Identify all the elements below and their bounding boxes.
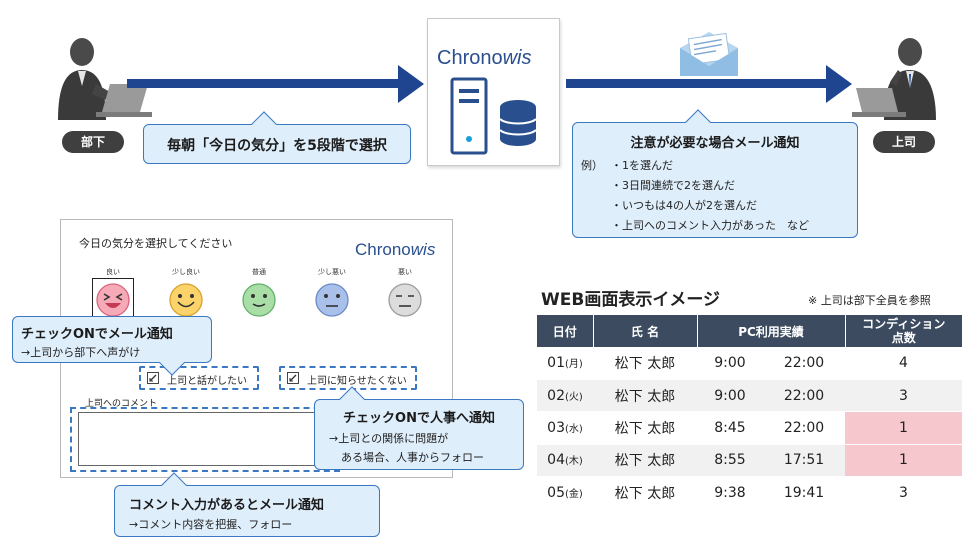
face-label-normal: 普通 xyxy=(252,268,266,276)
cell-end: 22:00 xyxy=(763,411,845,445)
flow-arrow-right-head xyxy=(826,65,852,103)
face-label-slightly-good: 少し良い xyxy=(172,268,200,276)
check-hr-sub2: ある場合、人事からフォロー xyxy=(341,451,484,464)
flow-arrow-right xyxy=(566,79,828,88)
cell-name: 松下 太郎 xyxy=(593,379,697,413)
alert-mail-callout: 注意が必要な場合メール通知 例） ・1を選んだ ・3日間連続で2を選んだ ・いつ… xyxy=(572,109,858,238)
check-mail-title: チェックONでメール通知 xyxy=(21,327,173,342)
cell-name: 松下 太郎 xyxy=(593,411,697,445)
mood-form-mockup: 今日の気分を選択してください Chronowis 良い 少し良い 普通 少し悪い… xyxy=(60,219,453,478)
check-talk-label: 上司と話がしたい xyxy=(167,376,247,387)
cell-name: 松下 太郎 xyxy=(593,347,697,380)
face-label-bad: 悪い xyxy=(398,268,412,276)
cell-date: 05(金) xyxy=(537,476,593,510)
cell-name: 松下 太郎 xyxy=(593,444,697,478)
mail-icon xyxy=(680,32,738,76)
comment-mail-callout: コメント入力があるとメール通知 →コメント内容を把握、フォロー xyxy=(114,472,380,537)
face-slightly-bad-icon[interactable] xyxy=(314,282,350,318)
table-row[interactable]: 03(水) 松下 太郎 8:45 22:00 1 xyxy=(537,411,962,445)
server-icon xyxy=(450,77,537,155)
face-good-icon[interactable] xyxy=(95,282,131,318)
cell-start: 8:45 xyxy=(697,411,763,445)
cell-start: 9:38 xyxy=(697,476,763,510)
mood-form-heading: 今日の気分を選択してください xyxy=(79,237,233,250)
cell-end: 22:00 xyxy=(763,347,845,380)
check-talk-checkbox[interactable] xyxy=(147,372,159,384)
check-hide-label: 上司に知らせたくない xyxy=(307,376,407,387)
daily-mood-text: 毎朝「今日の気分」を5段階で選択 xyxy=(167,138,387,154)
cell-score: 3 xyxy=(845,476,962,510)
daily-mood-callout: 毎朝「今日の気分」を5段階で選択 xyxy=(143,111,411,164)
header-condition-line2: 点数 xyxy=(891,331,916,345)
cell-date: 04(木) xyxy=(537,444,593,478)
chronowis-server-card: Chronowis xyxy=(427,18,560,166)
example-prefix: 例） xyxy=(581,159,603,172)
subordinate-label: 部下 xyxy=(62,131,124,153)
server-brand: Chronowis xyxy=(437,47,532,69)
face-slightly-good-icon[interactable] xyxy=(168,282,204,318)
header-pc-usage: PC利用実績 xyxy=(697,315,846,347)
face-label-good: 良い xyxy=(106,268,120,276)
web-note: ※ 上司は部下全員を参照 xyxy=(808,294,931,307)
check-hr-callout: チェックONで人事へ通知 →上司との関係に問題が ある場合、人事からフォロー xyxy=(314,386,524,470)
cell-date: 01(月) xyxy=(537,347,593,380)
cell-start: 8:55 xyxy=(697,444,763,478)
table-row[interactable]: 04(木) 松下 太郎 8:55 17:51 1 xyxy=(537,444,962,478)
table-row[interactable]: 05(金) 松下 太郎 9:38 19:41 3 xyxy=(537,476,962,510)
check-hr-sub1: →上司との関係に問題が xyxy=(329,432,449,445)
alert-example-3: ・いつもは4の人が2を選んだ xyxy=(611,199,757,212)
web-title: WEB画面表示イメージ xyxy=(541,290,720,310)
check-talk-group xyxy=(139,366,259,390)
face-normal-icon[interactable] xyxy=(241,282,277,318)
face-label-slightly-bad: 少し悪い xyxy=(318,268,346,276)
header-condition: コンディション 点数 xyxy=(845,315,962,347)
face-bad-icon[interactable] xyxy=(387,282,423,318)
table-row[interactable]: 02(火) 松下 太郎 9:00 22:00 3 xyxy=(537,379,962,413)
callout-tail xyxy=(685,109,711,135)
cell-end: 22:00 xyxy=(763,379,845,413)
callout-tail xyxy=(251,111,277,137)
comment-label: 上司へのコメント xyxy=(85,399,158,409)
cell-end: 17:51 xyxy=(763,444,845,478)
flow-arrow-left xyxy=(127,79,399,88)
header-condition-line1: コンディション xyxy=(862,317,946,331)
boss-label: 上司 xyxy=(873,131,935,153)
comment-mail-title: コメント入力があるとメール通知 xyxy=(129,498,325,513)
subordinate-figure xyxy=(58,38,152,120)
check-mail-sub: →上司から部下へ声がけ xyxy=(21,346,141,359)
check-hide-checkbox[interactable] xyxy=(287,372,299,384)
alert-example-4: ・上司へのコメント入力があった など xyxy=(611,219,809,232)
cell-score-alert: 1 xyxy=(845,444,962,478)
flow-arrow-left-head xyxy=(398,65,424,103)
alert-example-1: ・1を選んだ xyxy=(611,159,673,172)
comment-textarea[interactable] xyxy=(78,412,332,466)
header-date: 日付 xyxy=(537,315,594,347)
check-mark-icon xyxy=(149,374,157,382)
cell-end: 19:41 xyxy=(763,476,845,510)
cell-start: 9:00 xyxy=(697,379,763,413)
cell-score: 4 xyxy=(845,347,962,380)
cell-score-alert: 1 xyxy=(845,411,962,445)
cell-date: 03(水) xyxy=(537,411,593,445)
cell-name: 松下 太郎 xyxy=(593,476,697,510)
cell-start: 9:00 xyxy=(697,347,763,380)
mockup-brand: Chronowis xyxy=(355,240,436,259)
comment-mail-sub: →コメント内容を把握、フォロー xyxy=(129,518,293,531)
header-name: 氏 名 xyxy=(593,315,698,347)
alert-example-2: ・3日間連続で2を選んだ xyxy=(611,179,735,192)
boss-figure xyxy=(852,38,936,120)
check-mail-callout: チェックONでメール通知 →上司から部下へ声がけ xyxy=(12,316,212,376)
table-row[interactable]: 01(月) 松下 太郎 9:00 22:00 4 xyxy=(537,347,962,380)
cell-score: 3 xyxy=(845,379,962,413)
check-hr-title: チェックONで人事へ通知 xyxy=(343,411,495,426)
table-header-row: 日付 氏 名 PC利用実績 コンディション 点数 xyxy=(537,315,962,347)
check-mark-icon xyxy=(289,374,297,382)
web-table: 日付 氏 名 PC利用実績 コンディション 点数 01(月) 松下 太郎 9:0… xyxy=(537,315,962,510)
cell-date: 02(火) xyxy=(537,379,593,413)
alert-mail-title: 注意が必要な場合メール通知 xyxy=(630,136,800,151)
